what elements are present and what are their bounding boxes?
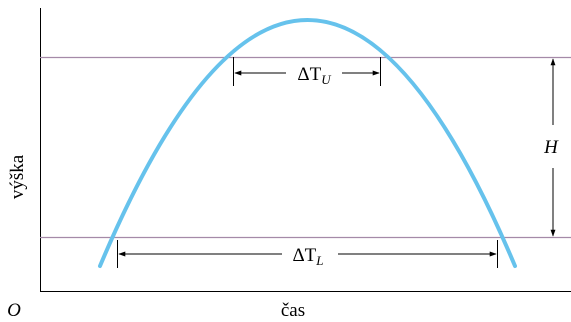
lower-interval-marker: ΔTL	[117, 240, 498, 268]
lower-interval-label: ΔTL	[292, 245, 323, 268]
upper-interval-marker: ΔTU	[233, 57, 381, 87]
upper-interval-label: ΔTU	[297, 64, 332, 87]
axes	[40, 8, 571, 292]
origin-label: O	[7, 300, 21, 321]
x-axis-label: čas	[281, 300, 305, 321]
height-vs-time-curve	[98, 18, 517, 268]
height-marker: H	[543, 58, 559, 237]
y-axis-label: výška	[7, 154, 28, 199]
height-label: H	[543, 137, 559, 158]
